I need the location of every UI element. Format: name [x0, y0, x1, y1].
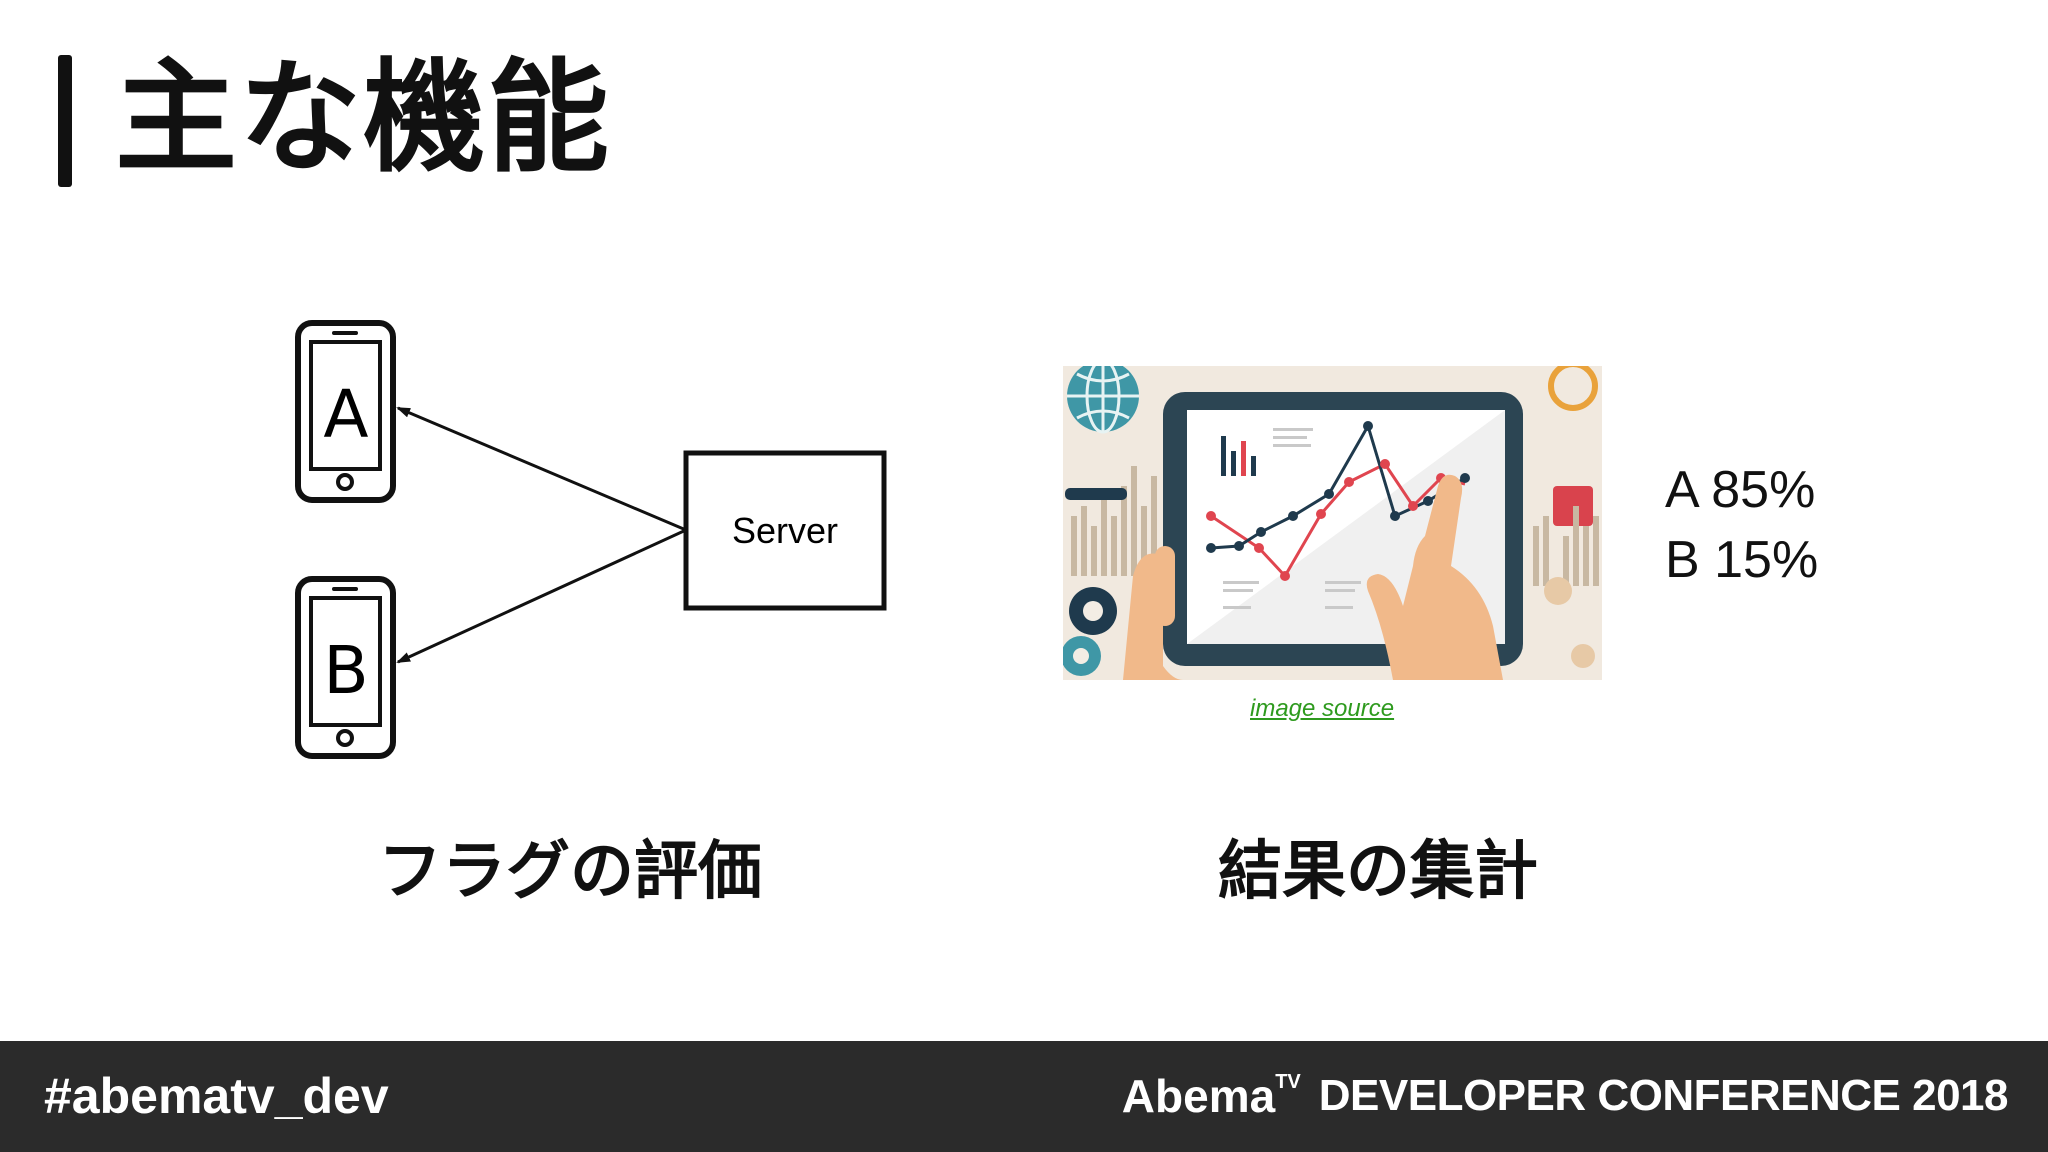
background-bars-left-icon	[1071, 466, 1157, 576]
phone-a-icon: A	[295, 320, 396, 503]
arrow-server-to-a	[396, 406, 687, 532]
pen-icon	[1065, 488, 1127, 500]
conference-name: DEVELOPER CONFERENCE 2018	[1318, 1071, 2009, 1120]
flag-evaluation-diagram: A B Server	[295, 320, 887, 759]
arrow-server-to-b	[396, 528, 687, 664]
server-box: Server	[683, 450, 887, 611]
globe-icon	[1067, 366, 1139, 434]
phone-b-icon: B	[295, 576, 396, 759]
slide-title: 主な機能	[115, 47, 611, 189]
image-source-link[interactable]: image source	[1250, 695, 1395, 722]
server-label: Server	[732, 510, 838, 551]
abematv-logo: Abema	[1121, 1070, 1276, 1122]
analytics-tablet-image	[1063, 366, 1602, 680]
gear-icon	[1063, 587, 1117, 676]
caption-flag-evaluation: フラグの評価	[378, 835, 762, 909]
footer-bar: #abematv_dev Abema TV DEVELOPER CONFEREN…	[0, 1041, 2048, 1152]
ab-results: A 85% B 15%	[1665, 455, 1818, 595]
caption-result-aggregation: 結果の集計	[1218, 835, 1538, 909]
background-bars-right-icon	[1533, 366, 1599, 668]
phone-a-label: A	[323, 376, 368, 453]
abematv-logo-tv: TV	[1275, 1070, 1301, 1093]
footer-hashtag: #abematv_dev	[44, 1068, 389, 1124]
result-a: A 85%	[1665, 461, 1816, 519]
conference-brand: Abema TV DEVELOPER CONFERENCE 2018	[1121, 1063, 2009, 1129]
result-b: B 15%	[1665, 531, 1819, 589]
title-accent-bar	[58, 55, 72, 187]
phone-b-label: B	[323, 632, 368, 709]
hands-icon	[1123, 474, 1503, 680]
